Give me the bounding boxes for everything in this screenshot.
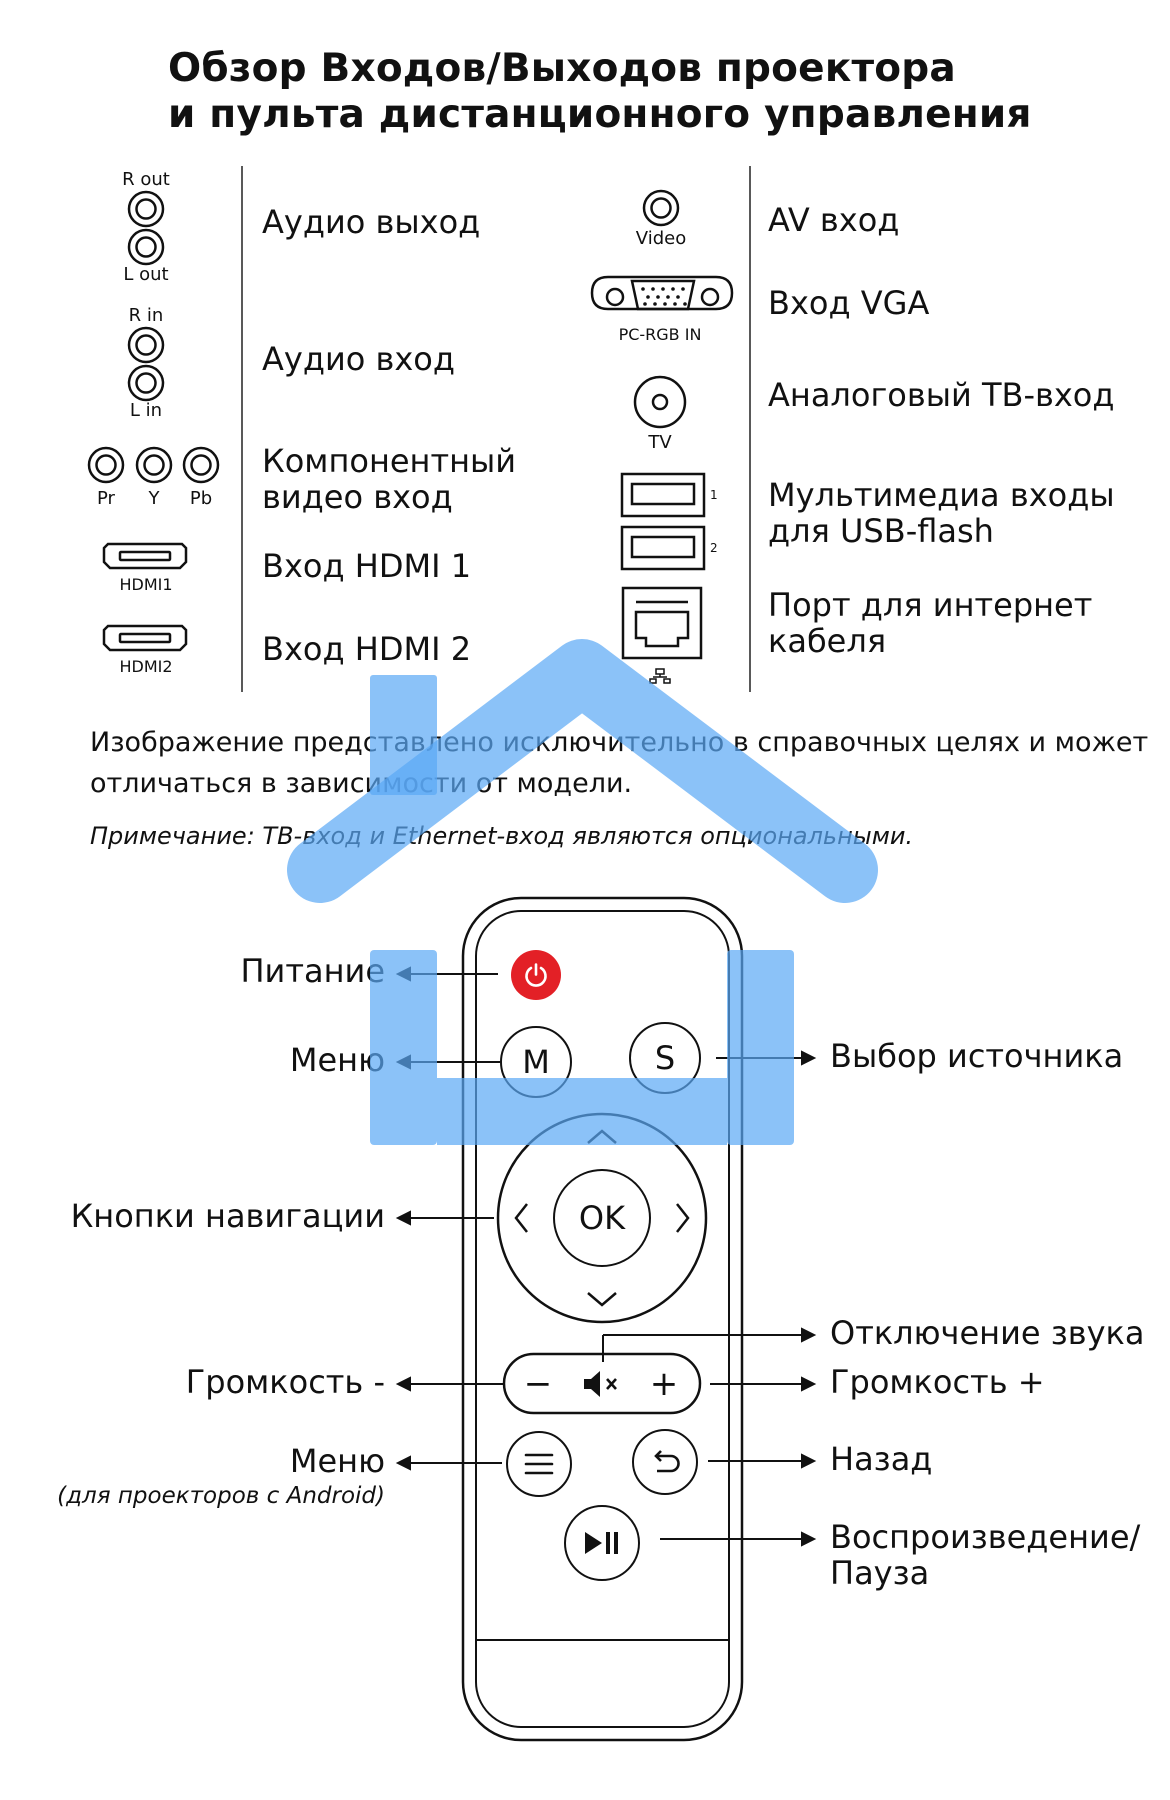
label-mute: Отключение звука [830,1314,1145,1352]
label-component-2: видео вход [262,478,453,516]
label-menu-android-note: (для проекторов с Android) [57,1483,385,1509]
hdmi-port-icon [102,624,188,652]
port-tag-rin: R in [128,305,164,326]
port-tag-lout: L out [123,264,169,285]
label-hdmi1: Вход HDMI 1 [262,547,472,585]
label-source-select: Выбор источника [830,1037,1124,1075]
port-tag-usb1: 1 [710,488,718,502]
page-title-line1: Обзор Входов/Выходов проектора [168,46,956,91]
remote-inner-panel [475,910,730,1728]
menu-button[interactable]: M [500,1026,572,1098]
label-usb-1: Мультимедиа входы [768,476,1115,514]
nav-down-icon [587,1292,617,1307]
android-menu-button[interactable] [506,1431,572,1497]
label-play-pause-2: Пауза [830,1554,930,1592]
play-pause-icon [585,1532,618,1554]
rca-jack-icon [127,228,165,266]
port-tag-rout: R out [122,169,170,190]
label-vga-in: Вход VGA [768,284,930,322]
label-play-pause-1: Воспроизведение/ [830,1518,1141,1556]
label-usb-2: для USB-flash [768,512,994,550]
ok-button-label: OK [578,1199,626,1237]
power-icon [525,963,547,987]
rca-jack-icon [127,326,165,364]
rca-jack-icon [642,189,680,227]
vga-pins [641,287,687,306]
port-tag-pr: Pr [97,488,115,509]
mute-icon [584,1371,617,1397]
mute-button[interactable] [578,1366,628,1402]
label-menu: Меню [289,1041,385,1079]
label-volume-up: Громкость + [830,1363,1045,1401]
volume-up-button[interactable]: + [638,1362,690,1406]
label-tv-in: Аналоговый ТВ-вход [768,376,1115,414]
nav-right-icon [676,1203,690,1233]
label-menu-android: Меню [289,1442,385,1480]
label-av-in: AV вход [768,201,900,239]
port-tag-pb: Pb [189,488,213,509]
back-icon [654,1450,680,1473]
port-tag-hdmi2: HDMI2 [119,657,173,676]
back-button[interactable] [632,1429,698,1495]
label-lan-1: Порт для интернет [768,586,1093,624]
label-navigation: Кнопки навигации [70,1197,385,1235]
source-button[interactable]: S [629,1022,701,1094]
vga-port-icon [590,275,734,311]
remote-body [461,896,744,1742]
menu-button-label: M [522,1043,550,1081]
rca-jack-icon [87,446,125,484]
label-audio-in: Аудио вход [262,340,455,378]
label-power: Питание [240,952,385,990]
ok-button[interactable]: OK [553,1169,651,1267]
port-tag-vga: PC-RGB IN [618,325,702,344]
port-tag-video: Video [635,228,687,249]
port-tag-hdmi1: HDMI1 [119,575,173,594]
volume-down-label: − [523,1364,553,1404]
label-volume-down: Громкость - [185,1363,385,1401]
volume-up-label: + [649,1364,679,1404]
volume-down-button[interactable]: − [512,1362,564,1406]
play-pause-button[interactable] [564,1505,640,1581]
page-title-line2: и пульта дистанционного управления [168,92,1032,137]
rca-jack-icon [127,364,165,402]
port-tag-y: Y [148,488,160,509]
nav-up-icon [587,1129,617,1144]
port-tag-lin: L in [129,400,163,421]
rca-jack-icon [135,446,173,484]
label-back: Назад [830,1440,933,1478]
hamburger-icon [524,1453,554,1475]
usb-port-icon [620,525,706,571]
coax-port-icon [633,375,687,429]
port-tag-tv: TV [648,432,672,453]
rca-jack-icon [182,446,220,484]
source-button-label: S [654,1039,676,1077]
usb-port-icon [620,472,706,518]
nav-left-icon [514,1203,528,1233]
label-component-1: Компонентный [262,442,517,480]
power-button[interactable] [511,950,561,1000]
hdmi-port-icon [102,542,188,570]
rca-jack-icon [127,190,165,228]
port-tag-usb2: 2 [710,541,718,555]
label-audio-out: Аудио выход [262,203,481,241]
